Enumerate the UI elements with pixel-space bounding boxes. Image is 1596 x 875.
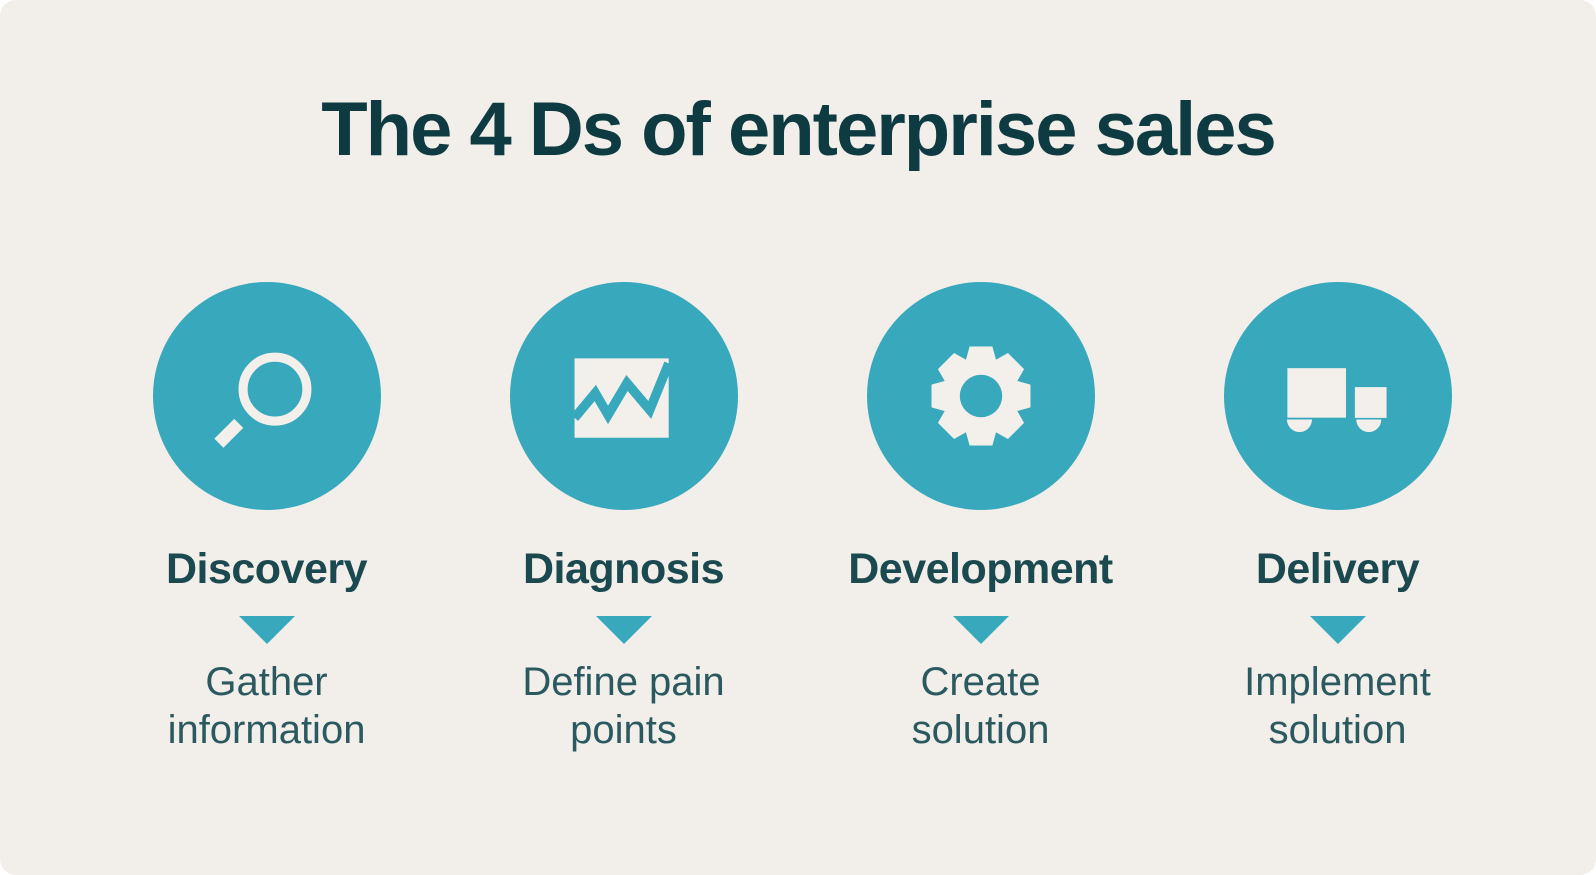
- gear-icon: [931, 346, 1030, 446]
- step-description-line1: Implement: [1244, 660, 1431, 704]
- step-description-line2: solution: [911, 708, 1050, 752]
- step-description-line2: information: [167, 708, 366, 752]
- step-description: Create solution: [912, 658, 1050, 754]
- page-title: The 4 Ds of enterprise sales: [321, 87, 1277, 172]
- down-arrow-icon: [1309, 616, 1366, 644]
- step-icon-circle: [1223, 282, 1452, 510]
- step-description-line1: Define pain: [522, 660, 725, 704]
- step-discovery: Discovery Gather information: [88, 282, 445, 754]
- steps-row: Discovery Gather information Diagnosis D…: [88, 282, 1516, 754]
- step-description-line2: points: [570, 708, 677, 752]
- truck-icon: [1286, 368, 1387, 433]
- step-label: Discovery: [165, 545, 368, 593]
- step-description-line1: Create: [920, 660, 1041, 704]
- down-arrow-icon: [595, 616, 652, 644]
- step-icon-circle: [866, 282, 1095, 510]
- step-description: Gather information: [168, 658, 366, 754]
- down-arrow-icon: [952, 616, 1009, 644]
- step-description-line1: Gather: [205, 660, 328, 704]
- step-development: Development Create solution: [802, 282, 1159, 754]
- step-delivery: Delivery Implement solution: [1159, 282, 1516, 754]
- step-description: Implement solution: [1244, 658, 1431, 754]
- step-icon-circle: [509, 282, 738, 510]
- step-label: Diagnosis: [523, 545, 725, 593]
- magnifier-icon: [213, 352, 311, 448]
- step-diagnosis: Diagnosis Define pain points: [445, 282, 802, 754]
- step-label: Development: [848, 545, 1113, 593]
- line-chart-icon: [570, 358, 673, 438]
- step-description: Define pain points: [522, 658, 724, 754]
- step-label: Delivery: [1255, 545, 1420, 593]
- step-description-line2: solution: [1268, 708, 1407, 752]
- step-icon-circle: [152, 282, 381, 510]
- down-arrow-icon: [238, 616, 295, 644]
